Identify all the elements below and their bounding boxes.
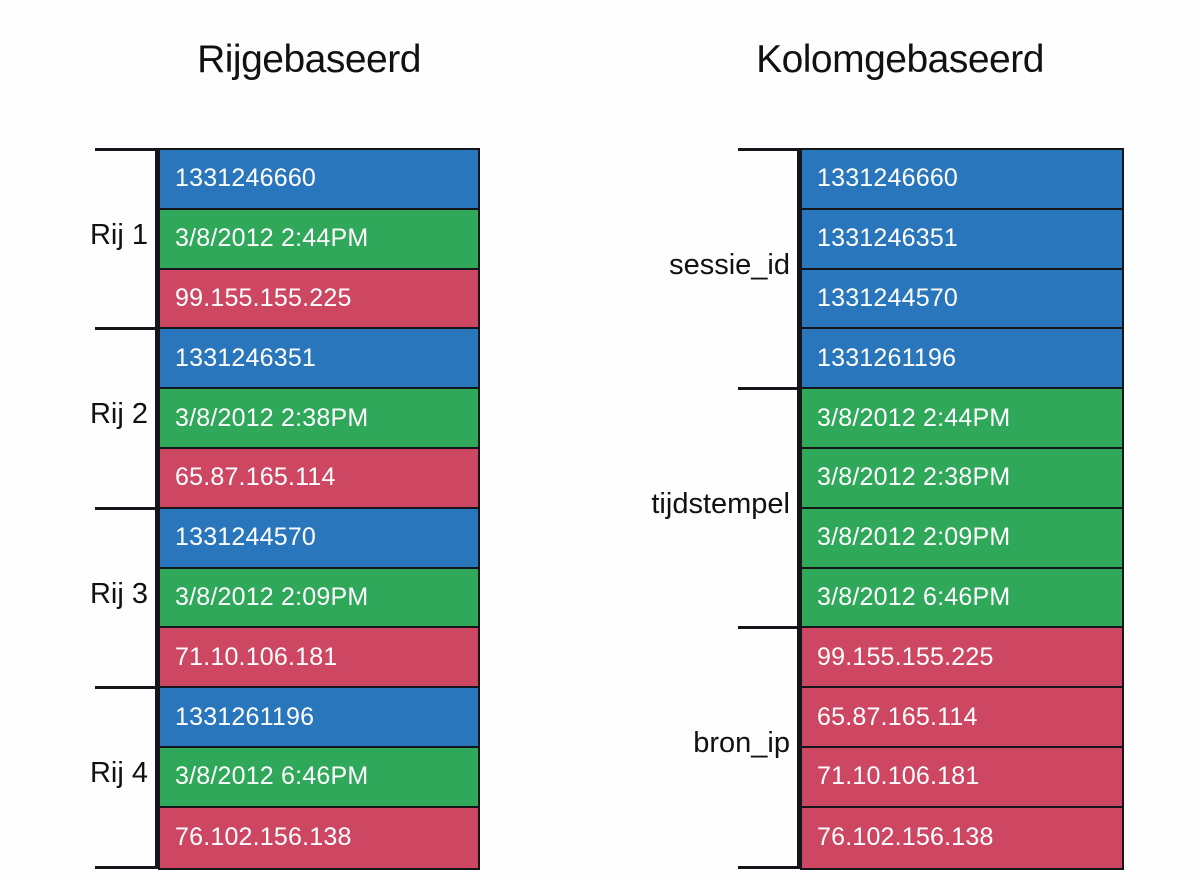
data-cell-timestamp: 3/8/2012 2:09PM: [802, 508, 1122, 569]
bracket-tick: [738, 387, 800, 391]
data-cell-timestamp: 3/8/2012 2:09PM: [160, 568, 478, 629]
data-cell-session: 1331261196: [802, 329, 1122, 390]
group-label-tijdstempel: tijdstempel: [651, 487, 790, 520]
bracket-spine: [797, 148, 800, 866]
bracket-tick: [738, 626, 800, 630]
bracket-tick: [95, 327, 158, 331]
group-label-rij-1: Rij 1: [89, 218, 148, 251]
data-cell-ip: 99.155.155.225: [802, 628, 1122, 689]
group-label-rij-3: Rij 3: [89, 577, 148, 610]
data-cell-timestamp: 3/8/2012 2:44PM: [802, 389, 1122, 449]
group-label-bron_ip: bron_ip: [693, 727, 790, 759]
bracket-tick: [738, 865, 800, 869]
data-cell-ip: 71.10.106.181: [160, 628, 478, 689]
right-panel-title: Kolomgebaseerd: [756, 38, 1044, 81]
data-cell-timestamp: 3/8/2012 2:38PM: [802, 448, 1122, 509]
data-cell-ip: 65.87.165.114: [160, 448, 478, 509]
group-label-rij-2: Rij 2: [89, 398, 148, 431]
bracket-tick: [95, 686, 158, 690]
data-cell-session: 1331246660: [802, 150, 1122, 210]
data-cell-ip: 76.102.156.138: [160, 807, 478, 868]
data-cell-session: 1331246660: [160, 150, 478, 210]
data-cell-ip: 71.10.106.181: [802, 747, 1122, 808]
column-group-bracket: [797, 148, 800, 866]
data-cell-session: 1331244570: [160, 508, 478, 569]
data-cell-timestamp: 3/8/2012 6:46PM: [802, 568, 1122, 629]
data-cell-timestamp: 3/8/2012 2:38PM: [160, 389, 478, 449]
bracket-tick: [95, 865, 158, 869]
group-label-rij-4: Rij 4: [89, 756, 148, 789]
data-cell-ip: 99.155.155.225: [160, 269, 478, 330]
bracket-tick: [95, 506, 158, 510]
data-cell-session: 1331261196: [160, 688, 478, 748]
data-cell-ip: 76.102.156.138: [802, 807, 1122, 868]
left-panel-title: Rijgebaseerd: [197, 38, 421, 81]
data-cell-ip: 65.87.165.114: [802, 688, 1122, 748]
data-cell-session: 1331246351: [802, 209, 1122, 270]
data-cell-timestamp: 3/8/2012 6:46PM: [160, 747, 478, 808]
data-cell-session: 1331244570: [802, 269, 1122, 330]
bracket-tick: [95, 148, 158, 151]
group-label-sessie_id: sessie_id: [669, 248, 790, 281]
bracket-tick: [738, 148, 800, 151]
data-cell-session: 1331246351: [160, 329, 478, 390]
data-cell-timestamp: 3/8/2012 2:44PM: [160, 209, 478, 270]
